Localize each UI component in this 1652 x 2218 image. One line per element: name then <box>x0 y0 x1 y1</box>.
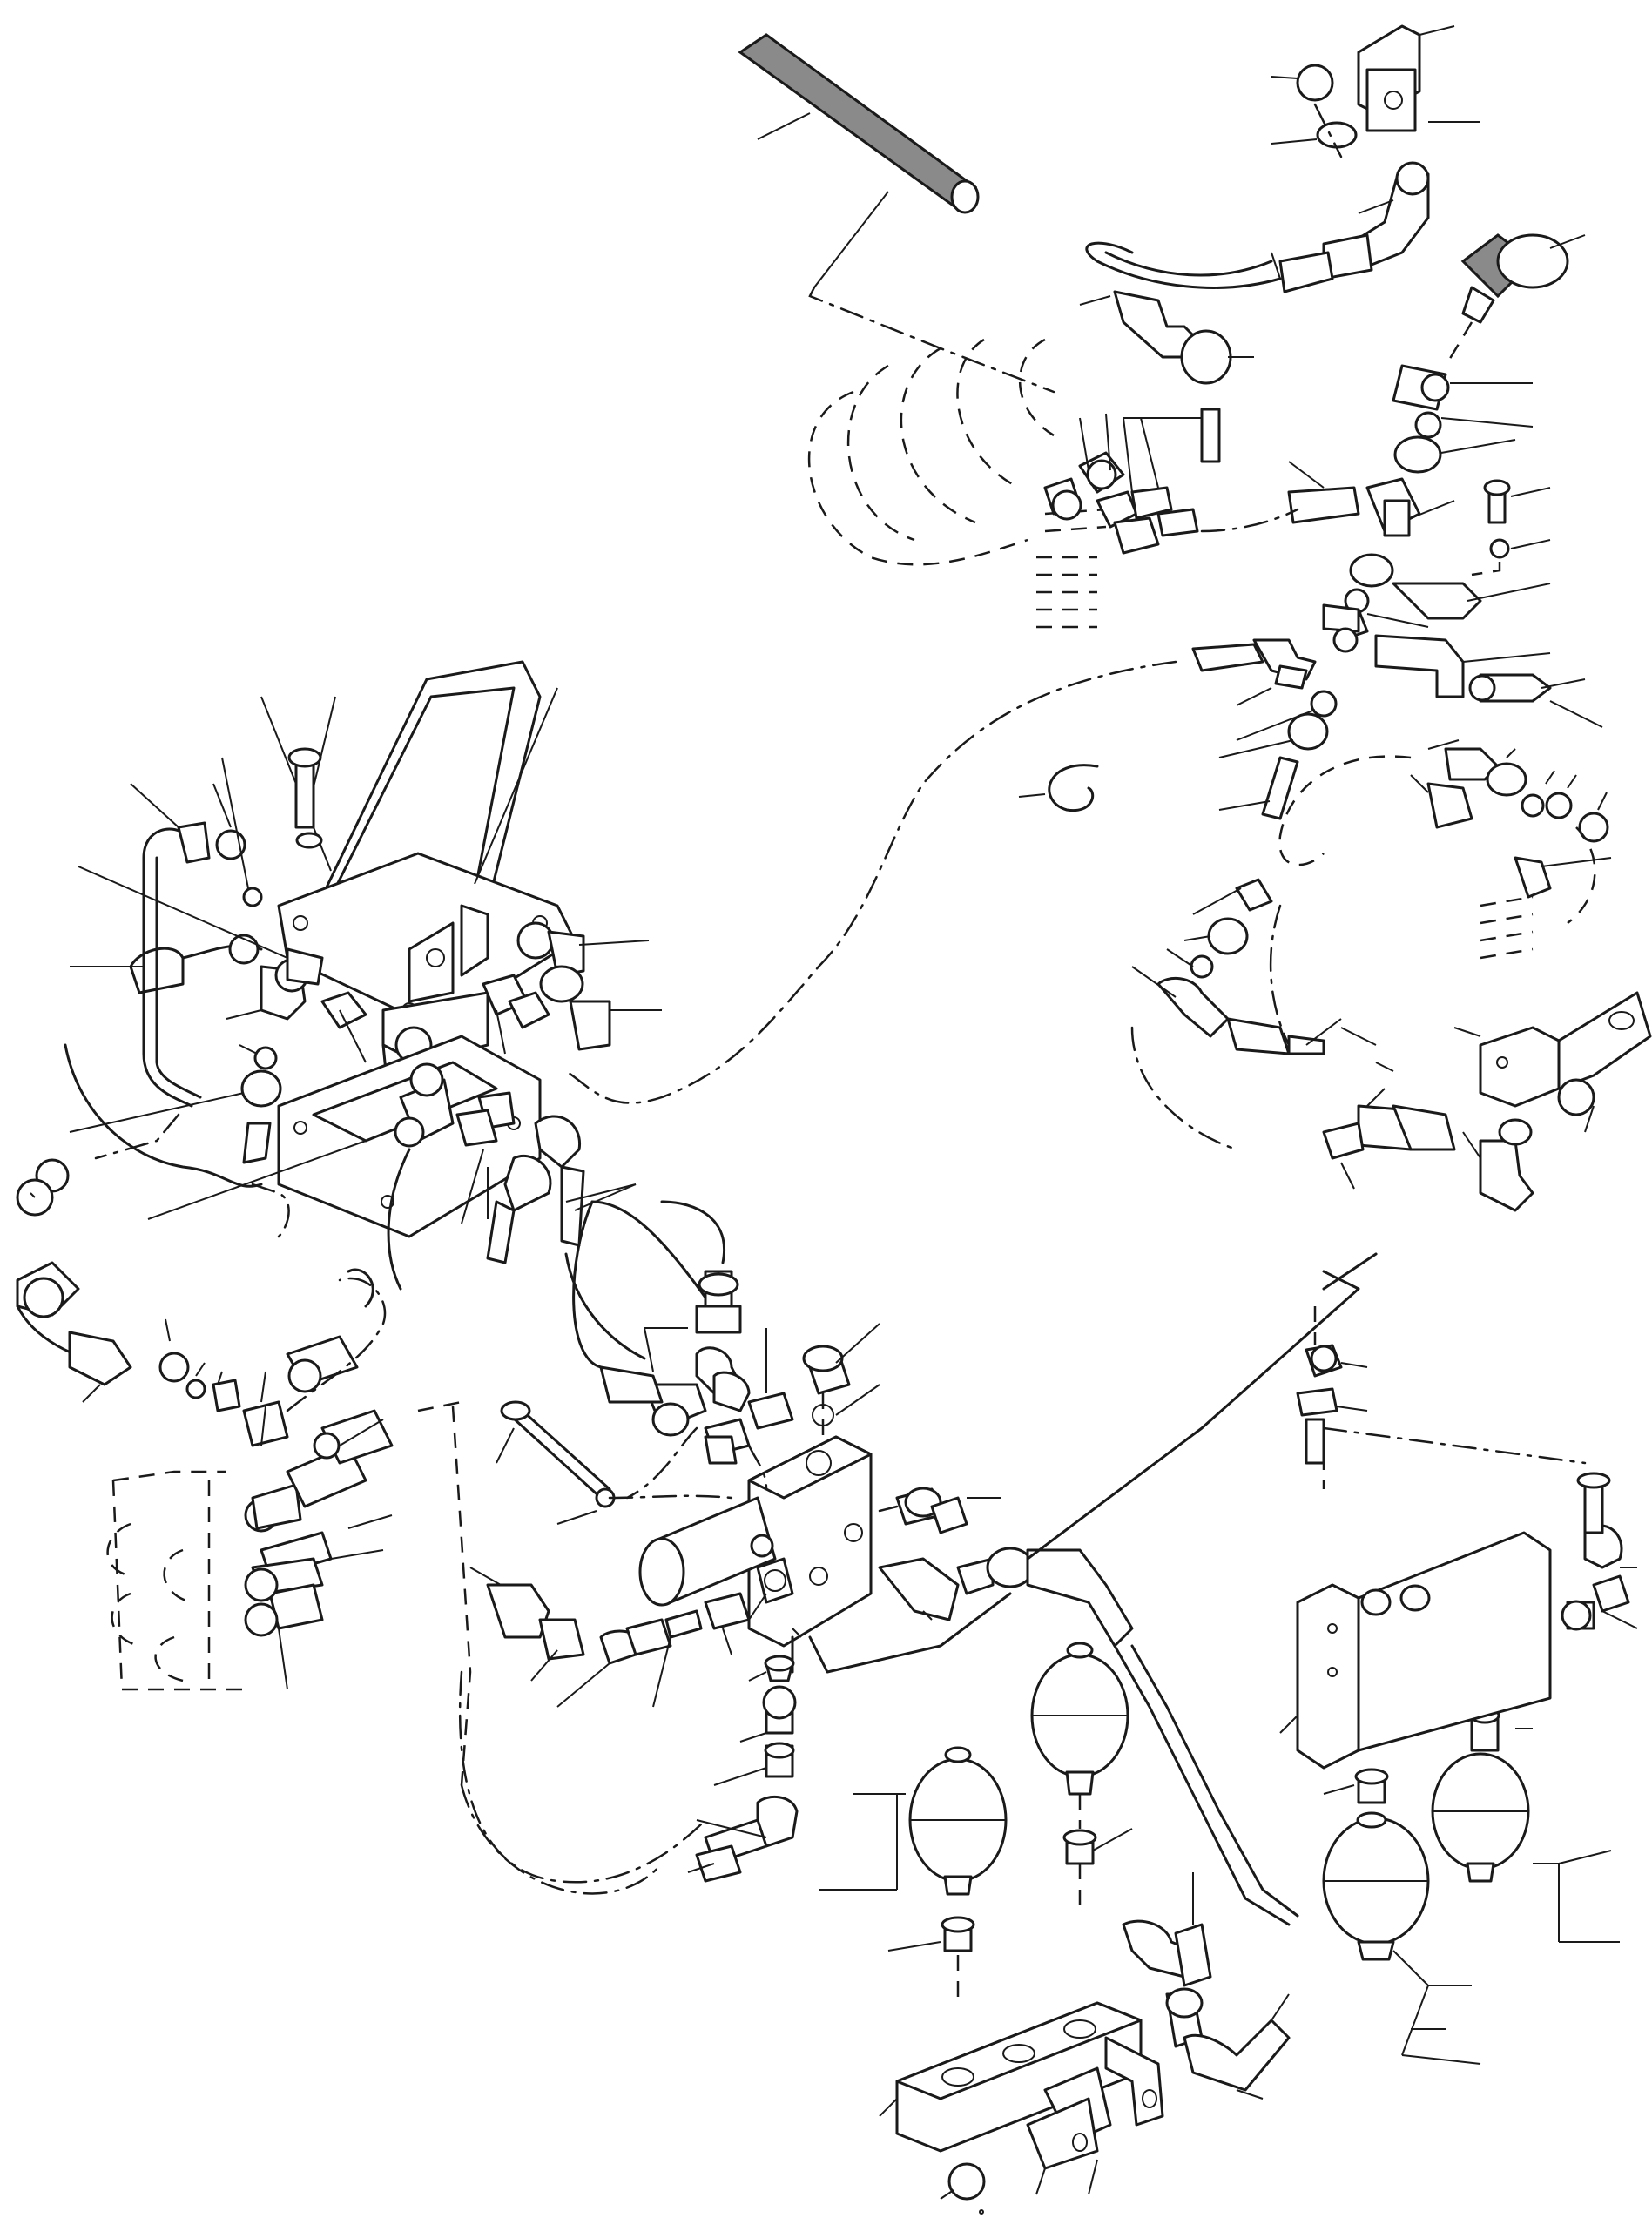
accumulator-4 <box>1431 1707 1620 1943</box>
right-bottom-elbows <box>1322 1088 1534 1212</box>
pedal-base-plate <box>147 1035 542 1238</box>
snap-ring <box>1018 764 1099 812</box>
top-right-bracket <box>1085 24 1480 293</box>
pressure-switch <box>1444 233 1586 367</box>
accumulator-1 <box>819 1746 1008 2003</box>
right-pipe-set <box>1131 739 1612 1055</box>
right-mid-fittings <box>1296 1306 1368 1465</box>
valve-right-pipes <box>791 1270 1360 1926</box>
pedal-lines <box>16 757 290 1238</box>
lower-right-bracket <box>1279 1426 1638 1770</box>
right-bracket-bolts <box>1374 479 1603 728</box>
center-upper-fittings <box>564 1200 794 1500</box>
pedal-fittings <box>69 866 662 1264</box>
main-brake-lines <box>387 660 1378 1895</box>
accumulator-2 <box>1030 1642 1133 1916</box>
page-mark-dot <box>979 2209 984 2215</box>
accumulator-manifold <box>879 2001 1164 2201</box>
cylinder-phantom <box>807 338 1107 629</box>
accumulator-3 <box>1322 1768 1481 2065</box>
brake-valve-body <box>469 1323 880 1708</box>
center-tee-fittings <box>1191 603 1360 820</box>
mid-right-bracket <box>1340 991 1652 1133</box>
brake-pedal-assembly <box>260 660 577 1099</box>
left-valve-fittings <box>16 1261 394 1690</box>
chassis-phantom <box>106 1400 472 1786</box>
accumulator-fittings <box>687 1655 1291 2100</box>
top-hose-tube <box>738 33 1055 394</box>
cylinder-fittings <box>1043 290 1299 555</box>
